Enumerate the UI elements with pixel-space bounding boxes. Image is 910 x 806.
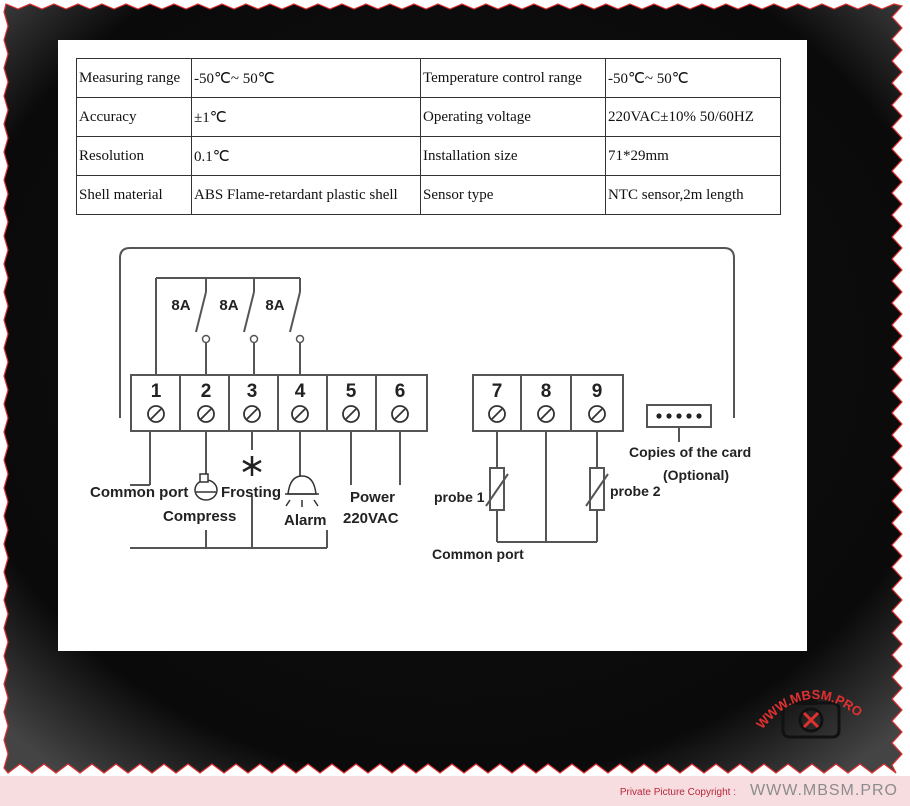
label-card-copies: Copies of the card: [629, 444, 751, 460]
relay-switch-2: [243, 291, 255, 333]
relay-switch-3: [289, 291, 301, 333]
spec-label: Operating voltage: [420, 97, 606, 137]
spec-label: Resolution: [76, 136, 192, 176]
card-pin: [676, 413, 682, 419]
spec-label: Shell material: [76, 175, 192, 215]
alarm-bell-icon: [285, 475, 319, 507]
screw-slot: [591, 408, 603, 420]
relay-switch-1: [195, 291, 207, 333]
label-220vac: 220VAC: [343, 510, 399, 527]
spec-label: Sensor type: [420, 175, 606, 215]
screw-slot: [540, 408, 552, 420]
site-url: WWW.MBSM.PRO: [750, 782, 898, 799]
card-pin: [696, 413, 702, 419]
spec-label: Installation size: [420, 136, 606, 176]
screw-slot: [294, 408, 306, 420]
terminal-number: 5: [346, 381, 357, 402]
spec-label: Temperature control range: [420, 58, 606, 98]
relay-contact: [295, 334, 305, 344]
label-compress: Compress: [163, 508, 236, 525]
snowflake-icon: [242, 456, 262, 476]
terminal-number: 3: [247, 381, 258, 402]
card-pin: [686, 413, 692, 419]
screw-slot: [491, 408, 503, 420]
terminal-number: 4: [295, 381, 306, 402]
card-pin: [666, 413, 672, 419]
spec-value: 220VAC±10% 50/60HZ: [605, 97, 781, 137]
mbsm-camera-logo: [781, 697, 841, 739]
relay-rating-label: 8A: [219, 297, 238, 314]
label-common-port-bottom: Common port: [432, 546, 524, 562]
label-frosting: Frosting: [221, 484, 281, 501]
label-power: Power: [350, 489, 395, 506]
screw-slot: [345, 408, 357, 420]
terminal-number: 6: [395, 381, 406, 402]
copyright-text: Private Picture Copyright :: [619, 787, 736, 798]
label-common-port-left: Common port: [90, 484, 188, 501]
screw-slot: [200, 408, 212, 420]
label-probe-2: probe 2: [610, 483, 661, 499]
relay-contact: [249, 334, 259, 344]
spec-label: Measuring range: [76, 58, 192, 98]
relay-rating-label: 8A: [265, 297, 284, 314]
terminal-number: 1: [151, 381, 162, 402]
terminal-number: 9: [592, 381, 603, 402]
label-alarm: Alarm: [284, 512, 327, 529]
footer-strip: [0, 776, 910, 806]
card-pin: [656, 413, 662, 419]
compressor-icon: [194, 473, 218, 501]
terminal-number: 2: [201, 381, 212, 402]
controller-outline: [119, 247, 735, 418]
screw-slot: [150, 408, 162, 420]
label-probe-1: probe 1: [434, 489, 485, 505]
terminal-number: 8: [541, 381, 552, 402]
label-card-optional: (Optional): [663, 467, 729, 483]
screw-slot: [246, 408, 258, 420]
spec-value: ABS Flame-retardant plastic shell: [191, 175, 421, 215]
relay-rating-label: 8A: [171, 297, 190, 314]
screw-slot: [394, 408, 406, 420]
relay-contact: [201, 334, 211, 344]
terminal-number: 7: [492, 381, 503, 402]
spec-value: ±1℃: [191, 97, 421, 137]
spec-value: NTC sensor,2m length: [605, 175, 781, 215]
